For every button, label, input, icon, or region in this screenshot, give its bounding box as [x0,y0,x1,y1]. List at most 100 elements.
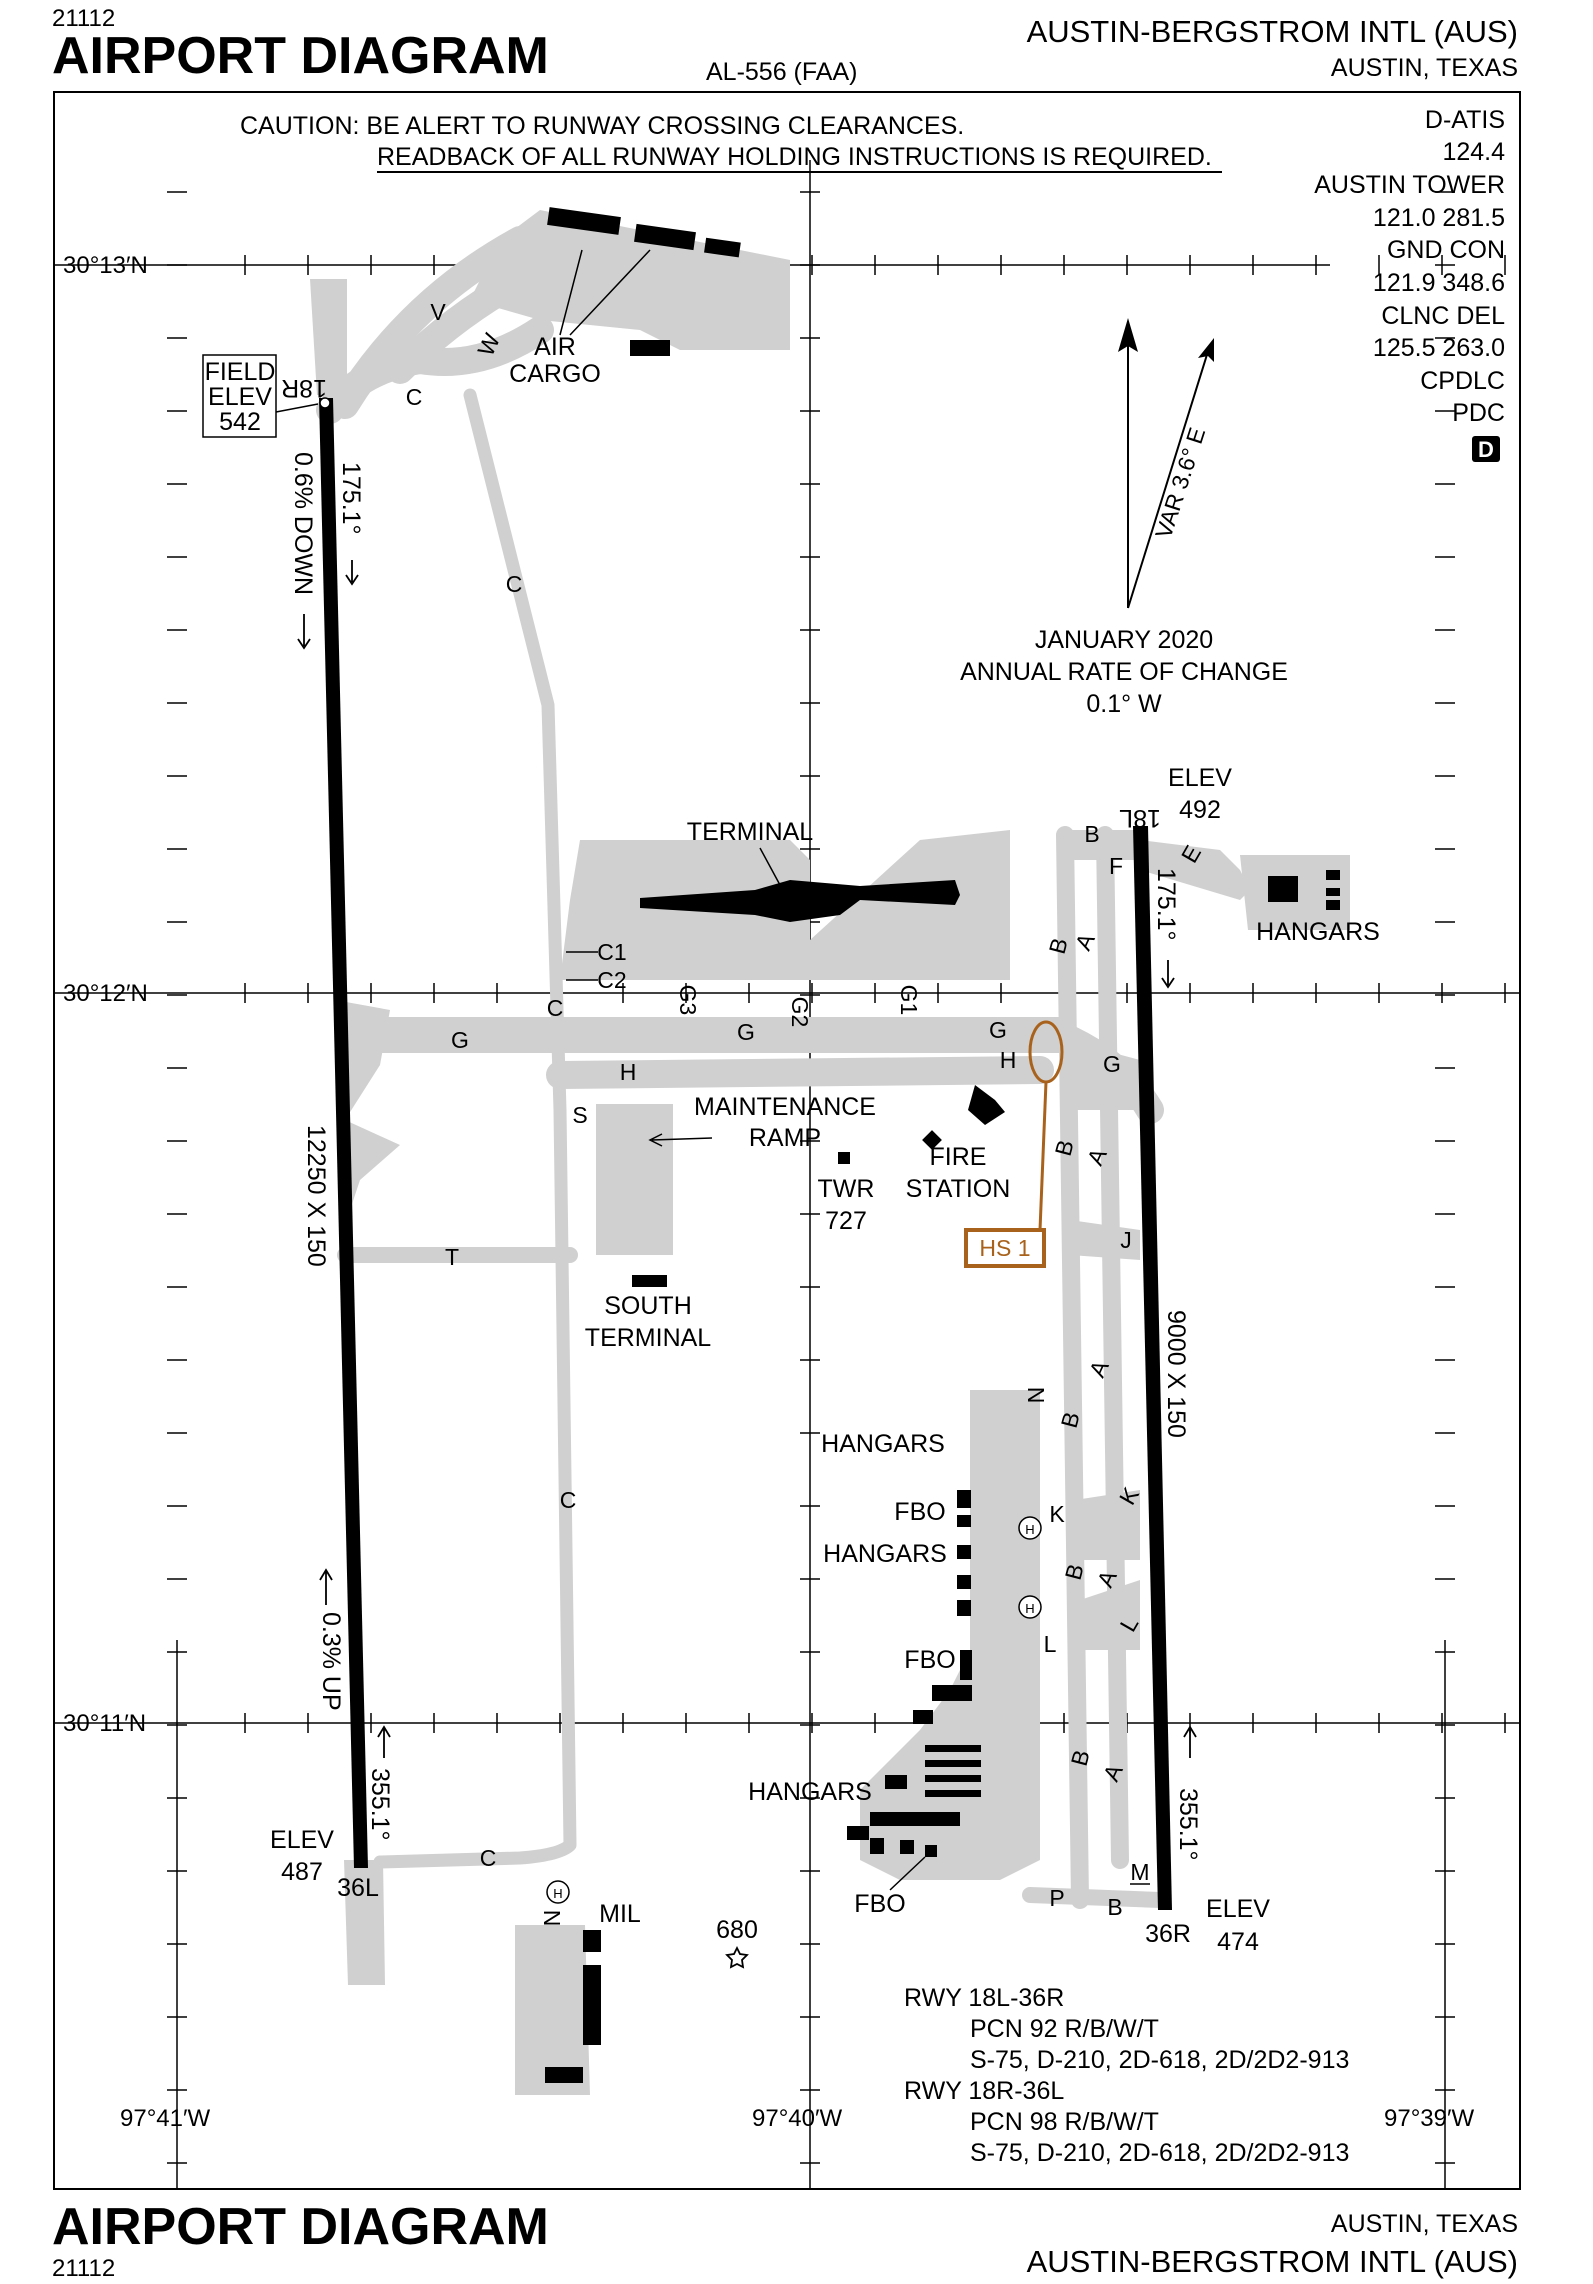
taxiway-label-c: C [547,995,564,1021]
obstacle-height: 680 [716,1916,758,1944]
runway-36l-stub [344,1860,385,1985]
obstacle-star-icon [725,1945,749,1969]
runway-18r-label: 18R [281,374,327,402]
frequency-list: D-ATIS 124.4 AUSTIN TOWER 121.0 281.5 GN… [1314,106,1505,462]
south-fbo-building [847,1826,869,1840]
east-hangar-building [957,1575,971,1589]
runway-36l-heading: 355.1° [366,1768,394,1841]
ne-hangar-building [1326,900,1340,910]
south-fbo-building [900,1840,914,1854]
rwy2-title: RWY 18R-36L [904,2077,1064,2105]
east-hangar-building [957,1600,971,1616]
taxiway-label-g: G [989,1017,1007,1043]
runway-36r-label: 36R [1145,1920,1191,1948]
ne-hangar-building [1268,876,1298,902]
rwy1-pcn: PCN 92 R/B/W/T [970,2015,1159,2043]
volume-number-bottom: 21112 [52,2255,115,2282]
tower-icon [838,1152,850,1164]
taxiway-label-b: B [1066,1747,1095,1769]
south-terminal-label-2: TERMINAL [585,1324,712,1352]
taxiway-label-b: B [1050,1137,1079,1159]
freq-line: 125.5 263.0 [1373,334,1505,362]
freq-line: 121.0 281.5 [1373,204,1505,232]
hot-spot-label: HS 1 [979,1235,1030,1261]
maintenance-ramp [596,1104,673,1255]
diagram-frame [53,91,1521,2190]
east-connector-fans [1080,1580,1140,1650]
runway-36l-elev-label: ELEV [270,1826,334,1854]
d-badge-icon [1472,436,1500,462]
arrow-up-icon [377,1725,391,1758]
heliport-icon: H [1018,1595,1042,1619]
east-hangar-building [925,1745,981,1752]
taxiway-label-b: B [1060,1561,1089,1583]
heliport-letter: H [1025,1601,1034,1616]
taxiway-label-c: C [560,1487,577,1513]
taxiway-label-l: L [1044,1631,1057,1657]
longitude-label-right: 97°39′W [1384,2105,1474,2132]
military-apron [515,1925,590,2095]
east-hangar-building [957,1545,971,1559]
taxiway-label-b: B [1084,821,1099,847]
taxiway-label-n: N [1023,1387,1049,1404]
taxiway-label-g3: G3 [675,985,701,1016]
caution-line-1: CAUTION: BE ALERT TO RUNWAY CROSSING CLE… [240,112,964,140]
terminal-building [640,880,960,922]
field-elev-value: 542 [219,408,261,436]
longitude-label-left: 97°41′W [120,2105,210,2132]
taxiway-label-b: B [1056,1409,1085,1431]
freq-line: GND CON [1387,236,1505,264]
cargo-building [547,207,621,235]
taxiway-c-north [316,316,554,424]
fire-station-label-1: FIRE [930,1143,987,1171]
taxiway-a [1096,826,1129,1869]
south-terminal-label-1: SOUTH [604,1292,692,1320]
hangars-label-1: HANGARS [821,1430,945,1458]
ne-hangar-building [1326,888,1340,896]
field-elev-label-1: FIELD [205,358,276,386]
fire-station-building [922,1130,942,1150]
diagram-title-bottom: AIRPORT DIAGRAM [52,2198,549,2256]
procedure-number: AL-556 (FAA) [706,58,857,86]
fire-station-label-2: STATION [906,1175,1011,1203]
runway-18l-elev-label: ELEV [1168,764,1232,792]
taxiway-label-c: C [506,571,523,597]
lat-lon-grid [54,160,1520,2189]
arrow-up-icon [319,1568,333,1605]
east-hangar-building [925,1790,981,1797]
caution-line-2: READBACK OF ALL RUNWAY HOLDING INSTRUCTI… [377,143,1212,171]
longitude-label-mid: 97°40′W [752,2105,842,2132]
change-value: 0.1° W [1086,690,1162,718]
east-hangar-building [925,1775,981,1782]
arrow-left-icon [648,1133,713,1147]
runway-18l-elev-value: 492 [1179,796,1221,824]
hangars-label-2: HANGARS [823,1540,947,1568]
taxiway-label-c: C [406,384,423,410]
heliport-icon: H [546,1880,570,1904]
rwy1-title: RWY 18L-36R [904,1984,1064,2012]
taxiway-label-t: T [445,1244,459,1270]
east-fbo-building [960,1650,972,1680]
east-connector-fans [1070,1220,1140,1260]
freq-line: AUSTIN TOWER [1314,171,1505,199]
diagram-title-top: AIRPORT DIAGRAM [52,27,549,85]
taxiway-label-h: H [1000,1047,1017,1073]
ne-hangar-building [1326,870,1340,880]
rwy1-gear: S-75, D-210, 2D-618, 2D/2D2-913 [970,2046,1349,2074]
freq-line: PDC [1452,399,1505,427]
runway-18r-gradient: 0.6% DOWN [289,452,317,595]
mil-building [583,1965,601,2045]
hot-spot-hs1: HS 1 [964,1020,1064,1268]
latitude-label-bottom: 30°11′N [63,1710,146,1737]
hangars-ne-label: HANGARS [1256,918,1380,946]
east-connector-fans [1075,1490,1140,1560]
latitude-label-top: 30°13′N [63,252,148,279]
heliport-letter: H [1025,1522,1034,1537]
tower-height: 727 [825,1207,867,1235]
east-hangar-building [932,1685,972,1701]
taxiway-c [373,388,577,1869]
cargo-building [704,237,741,258]
runway-18r-connector-fan [340,1120,400,1240]
taxiway-label-b: B [1107,1894,1122,1920]
runway-18l-label: 18L [1119,804,1161,832]
